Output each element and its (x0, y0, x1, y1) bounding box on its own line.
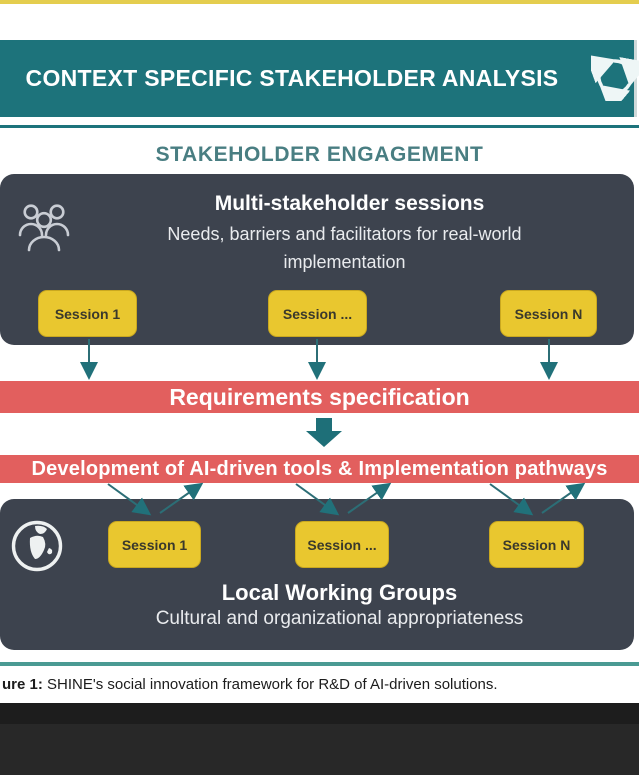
down-block-arrow (306, 418, 342, 447)
session-chip: Session ... (295, 521, 389, 568)
development-banner: Development of AI-driven tools & Impleme… (0, 455, 639, 483)
session-chip: Session N (500, 290, 597, 337)
stakeholder-engagement-heading: STAKEHOLDER ENGAGEMENT (155, 143, 484, 166)
development-banner-label: Development of AI-driven tools & Impleme… (31, 457, 608, 480)
multi-stakeholder-subtitle: Needs, barriers and facilitators for rea… (167, 224, 522, 272)
requirements-banner: Requirements specification (0, 381, 639, 413)
bottom-dark-bar (0, 703, 639, 724)
requirements-banner-label: Requirements specification (169, 383, 470, 410)
bottom-dark-area (0, 724, 639, 775)
figure-caption: ure 1: SHINE's social innovation framewo… (2, 676, 622, 693)
header-divider-line (0, 125, 639, 128)
cycle-arrows-icon (591, 54, 639, 101)
multi-stakeholder-title: Multi-stakeholder sessions (214, 192, 485, 215)
session-chip: Session ... (268, 290, 367, 337)
globe-icon (11, 520, 63, 572)
top-accent-line (0, 0, 639, 4)
session-chip: Session 1 (38, 290, 137, 337)
header-title: CONTEXT SPECIFIC STAKEHOLDER ANALYSIS (25, 65, 559, 91)
figure-bottom-divider (0, 662, 639, 666)
header-banner: CONTEXT SPECIFIC STAKEHOLDER ANALYSIS (0, 40, 637, 117)
figure-caption-label: ure 1: (2, 676, 43, 693)
session-chip: Session 1 (108, 521, 201, 568)
local-working-groups-title: Local Working Groups (221, 580, 458, 605)
figure-caption-text: SHINE's social innovation framework for … (42, 676, 498, 693)
people-group-icon (18, 204, 70, 252)
session-chip: Session N (489, 521, 584, 568)
local-working-groups-subtitle: Cultural and organizational appropriaten… (155, 608, 524, 629)
